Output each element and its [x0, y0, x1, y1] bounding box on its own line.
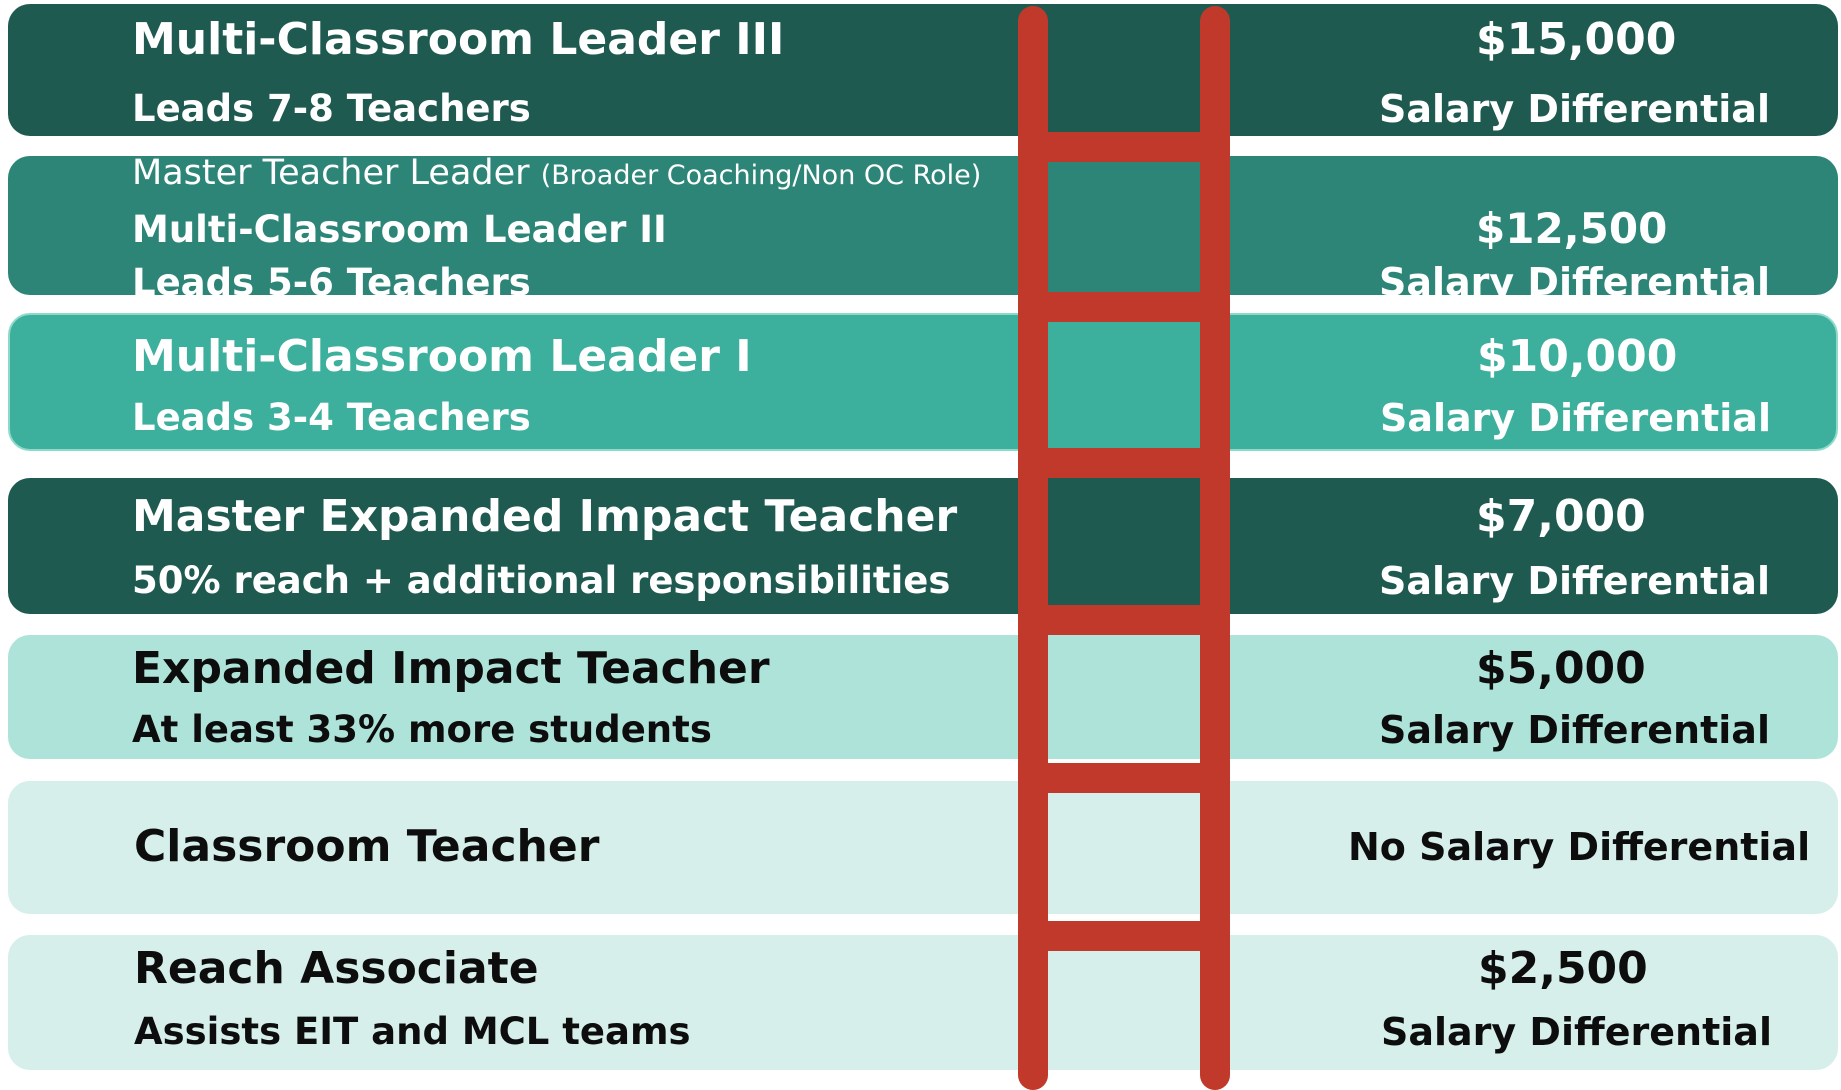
pre-title-note: (Broader Coaching/Non OC Role)	[540, 160, 982, 191]
band-classroom-teacher: Classroom Teacher No Salary Differential	[8, 781, 1838, 914]
band-subtitle: 50% reach + additional responsibilities	[132, 559, 951, 602]
band-subtitle: At least 33% more students	[132, 708, 712, 751]
salary-differential-label: Salary Differential	[1381, 1010, 1772, 1054]
band-title: Classroom Teacher	[134, 821, 600, 872]
band-mcl-i: Multi-Classroom Leader I Leads 3-4 Teach…	[8, 313, 1838, 451]
salary-amount: $2,500	[1478, 943, 1648, 994]
salary-differential-label: Salary Differential	[1379, 708, 1770, 752]
ladder-rung	[1030, 448, 1220, 478]
band-title: Multi-Classroom Leader III	[132, 14, 785, 65]
band-master-expanded-impact-teacher: Master Expanded Impact Teacher 50% reach…	[8, 478, 1838, 614]
salary-amount: $10,000	[1477, 331, 1678, 382]
salary-differential-label: Salary Differential	[1379, 87, 1770, 131]
pre-title: Master Teacher Leader	[132, 153, 530, 193]
salary-differential-label: Salary Differential	[1379, 260, 1770, 304]
salary-amount: $5,000	[1476, 643, 1646, 694]
band-expanded-impact-teacher: Expanded Impact Teacher At least 33% mor…	[8, 635, 1838, 759]
salary-amount: $12,500	[1476, 204, 1668, 253]
salary-differential-label: Salary Differential	[1380, 396, 1771, 440]
band-subtitle: Leads 7-8 Teachers	[132, 87, 531, 130]
band-subtitle: Assists EIT and MCL teams	[134, 1010, 691, 1053]
band-title: Expanded Impact Teacher	[132, 643, 770, 694]
band-reach-associate: Reach Associate Assists EIT and MCL team…	[8, 935, 1838, 1070]
band-title: Multi-Classroom Leader I	[132, 331, 752, 382]
band-mcl-iii: Multi-Classroom Leader III Leads 7-8 Tea…	[8, 4, 1838, 136]
salary-amount: $7,000	[1476, 491, 1646, 542]
salary-differential-label: No Salary Differential	[1348, 825, 1811, 869]
band-mcl-ii: Master Teacher Leader (Broader Coaching/…	[8, 156, 1838, 301]
band-subtitle: Leads 5-6 Teachers	[132, 261, 531, 304]
band-title: Multi-Classroom Leader II	[132, 208, 667, 251]
band-title: Master Expanded Impact Teacher	[132, 491, 958, 542]
band-subtitle: Leads 3-4 Teachers	[132, 396, 531, 439]
master-teacher-leader-label: Master Teacher Leader (Broader Coaching/…	[132, 156, 981, 191]
salary-amount: $15,000	[1476, 14, 1677, 65]
band-title: Reach Associate	[134, 943, 539, 994]
salary-differential-label: Salary Differential	[1379, 559, 1770, 603]
